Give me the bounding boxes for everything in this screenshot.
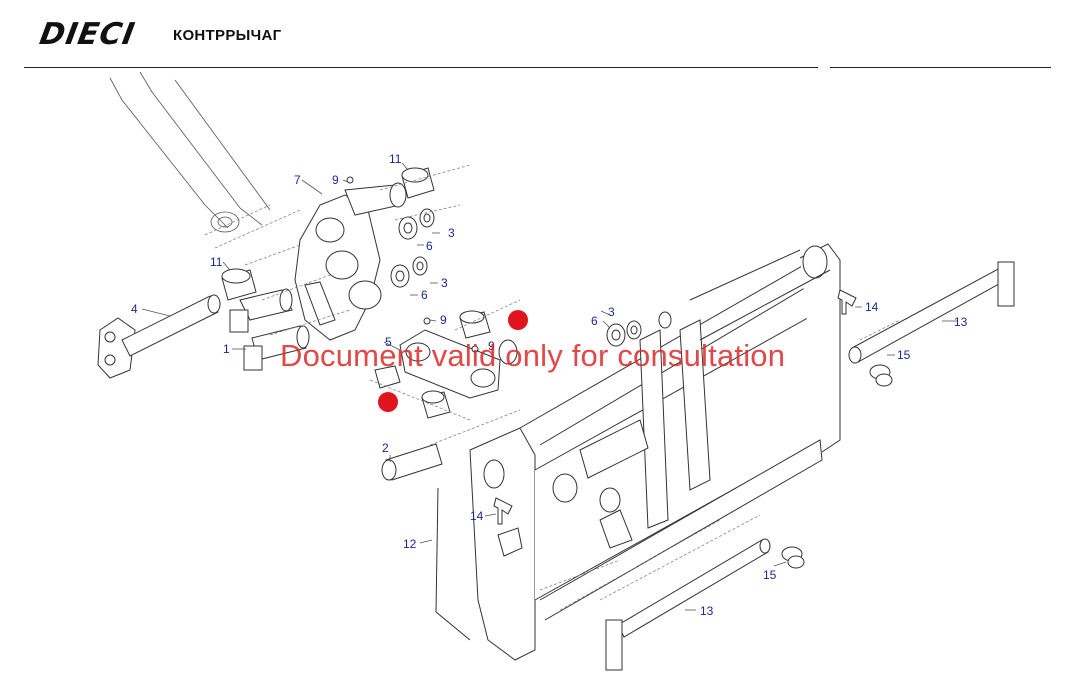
callout-13-bottom: 13 xyxy=(700,604,714,618)
callout-1: 1 xyxy=(223,342,230,356)
callout-6-top: 6 xyxy=(426,239,433,253)
boom-arm xyxy=(109,71,301,249)
callout-7: 7 xyxy=(294,173,301,187)
lever-part-7 xyxy=(294,182,407,341)
callout-13-right: 13 xyxy=(954,315,968,329)
long-pin-13-right xyxy=(848,261,1015,364)
callout-11-left: 11 xyxy=(210,255,223,269)
handles-14 xyxy=(493,289,857,557)
red-markers xyxy=(378,310,528,412)
callout-2: 2 xyxy=(382,441,389,455)
leader-lines xyxy=(141,162,958,611)
callout-5: 5 xyxy=(385,335,392,349)
link-bushings xyxy=(346,176,518,419)
callout-14-right: 14 xyxy=(865,300,879,314)
callout-3-top: 3 xyxy=(448,226,455,240)
pin-part-2 xyxy=(381,443,443,481)
link-part-5 xyxy=(399,329,501,399)
callout-12: 12 xyxy=(403,537,417,551)
callout-6-right: 6 xyxy=(591,314,598,328)
consultation-watermark: Document valid only for consultation xyxy=(280,338,786,373)
red-marker-2 xyxy=(378,392,398,412)
bushing-11-top xyxy=(401,167,435,199)
callout-6-mid: 6 xyxy=(421,288,428,302)
callout-4: 4 xyxy=(131,302,138,316)
quick-coupler-frame xyxy=(435,243,841,661)
header-rule-left xyxy=(24,67,818,68)
callout-9-mid: 9 xyxy=(440,313,447,327)
long-pin-13-bottom xyxy=(605,538,771,671)
callout-3-right: 3 xyxy=(608,305,615,319)
callout-9-low: 9 xyxy=(488,339,495,353)
callout-11-top: 11 xyxy=(389,152,402,166)
callout-9-top: 9 xyxy=(332,173,339,187)
washers-and-nuts xyxy=(390,208,672,347)
callout-15-right: 15 xyxy=(897,348,911,362)
callout-labels: 11 7 9 3 6 11 3 6 4 9 1 5 9 6 3 14 13 15… xyxy=(131,152,968,618)
red-marker-1 xyxy=(508,310,528,330)
callout-15-bottom: 15 xyxy=(763,568,777,582)
pin-part-4 xyxy=(97,294,221,379)
page-header: DIECI КОНТРРЫЧАГ xyxy=(0,0,1071,70)
header-rule-right xyxy=(830,67,1051,68)
bushings-and-pins-left xyxy=(221,268,310,371)
callout-14-left: 14 xyxy=(470,509,484,523)
clips-15 xyxy=(781,364,893,569)
page-title: КОНТРРЫЧАГ xyxy=(173,27,282,44)
assembly-guide-lines xyxy=(244,164,901,611)
callout-3-mid: 3 xyxy=(441,276,448,290)
